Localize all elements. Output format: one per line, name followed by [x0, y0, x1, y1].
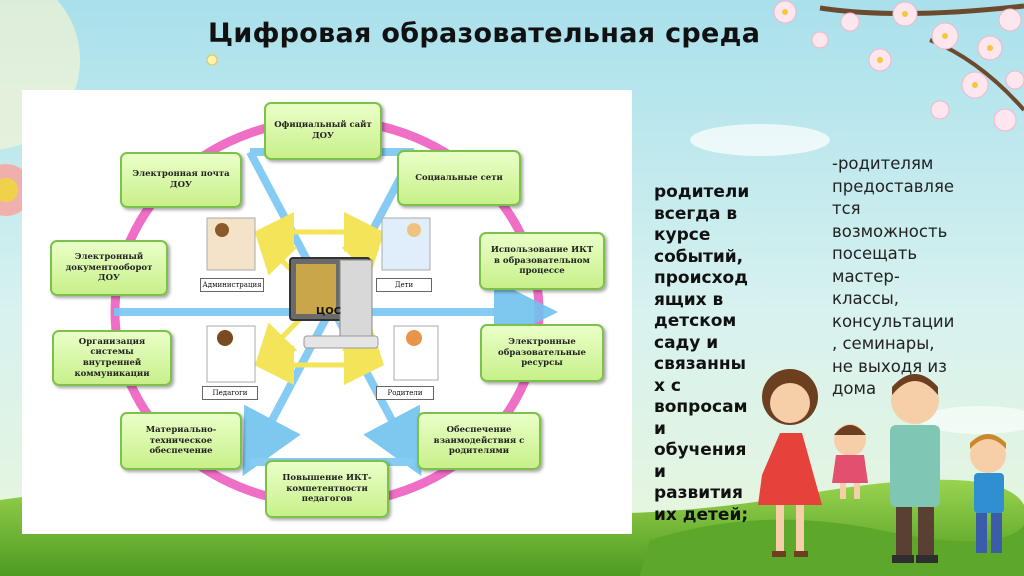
diagram-graphics	[110, 115, 558, 509]
blossom-branch-decoration	[773, 0, 1024, 132]
participant-illustrations	[206, 217, 439, 383]
node-ict-education: Использование ИКТ в образовательном проц…	[479, 232, 605, 290]
plate-teachers: Педагоги	[202, 386, 258, 400]
girl-figure	[832, 424, 868, 499]
right-text-parents-opportunity: -родителям предоставляе тся возможность …	[832, 154, 955, 398]
boy-figure	[970, 434, 1006, 553]
plate-parents: Родители	[376, 386, 434, 400]
central-computer-illustration	[289, 257, 379, 349]
node-material-support: Материально- техническое обеспечение	[120, 412, 242, 470]
node-ict-competence: Повышение ИКТ- компетентности педагогов	[265, 460, 389, 518]
middle-text-parents-informed: родители всегда в курсе событий, происхо…	[654, 182, 750, 525]
node-parent-interaction: Обеспечение взаимодействия с родителями	[417, 412, 541, 470]
mother-figure	[758, 369, 822, 557]
plate-administration: Администрация	[200, 278, 264, 292]
center-label: ЦОС	[316, 306, 342, 317]
node-electronic-resources: Электронные образовательные ресурсы	[480, 324, 604, 382]
node-internal-communication: Организация системы внутренней коммуника…	[52, 330, 172, 386]
node-social-networks: Социальные сети	[397, 150, 521, 206]
diagram-panel: Официальный сайт ДОУ Электронная почта Д…	[22, 90, 632, 534]
node-document-flow: Электронный документооборот ДОУ	[50, 240, 168, 296]
slide-title: Цифровая образовательная среда	[208, 18, 761, 49]
father-figure	[890, 374, 940, 563]
node-official-site: Официальный сайт ДОУ	[264, 102, 382, 160]
family-illustration	[758, 369, 1006, 563]
plate-children: Дети	[376, 278, 432, 292]
node-email: Электронная почта ДОУ	[120, 152, 242, 208]
